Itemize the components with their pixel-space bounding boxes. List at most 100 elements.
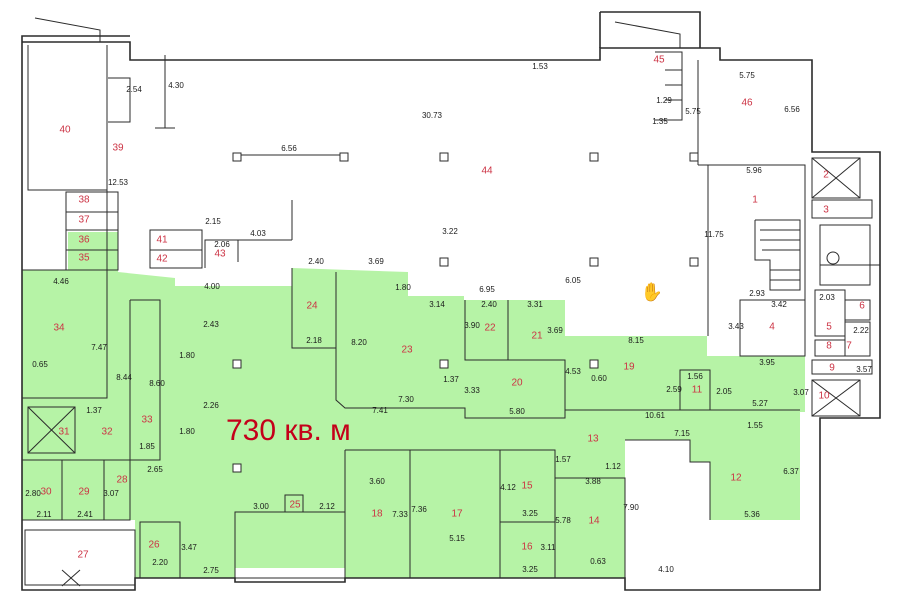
dimension-label: 6.56	[784, 105, 800, 114]
dimension-label: 3.57	[856, 365, 872, 374]
room-number-45: 45	[653, 55, 665, 66]
room-number-8: 8	[826, 341, 832, 352]
dimension-label: 1.85	[139, 442, 155, 451]
dimension-label: 5.36	[744, 510, 760, 519]
dimension-label: 2.80	[25, 489, 41, 498]
dimension-label: 2.12	[319, 502, 335, 511]
dimension-label: 4.30	[168, 81, 184, 90]
room-number-37: 37	[78, 215, 90, 226]
room-number-13: 13	[587, 434, 599, 445]
dimension-label: 0.63	[590, 557, 606, 566]
dimension-label: 1.80	[179, 351, 195, 360]
dimension-label: 2.43	[203, 320, 219, 329]
room-number-26: 26	[148, 540, 160, 551]
room-number-11: 11	[692, 385, 703, 396]
room-number-22: 22	[484, 323, 496, 334]
rented-zone	[22, 232, 805, 578]
dimension-label: 3.07	[103, 489, 119, 498]
dimension-label: 0.65	[32, 360, 48, 369]
room-number-35: 35	[78, 253, 90, 264]
room-number-16: 16	[521, 542, 533, 553]
dimension-label: 1.37	[86, 406, 102, 415]
dimension-label: 5.80	[509, 407, 525, 416]
dimension-label: 5.96	[746, 166, 762, 175]
dimension-label: 5.27	[752, 399, 768, 408]
room-number-15: 15	[521, 481, 533, 492]
columns	[232, 152, 699, 473]
dimension-label: 5.78	[555, 516, 571, 525]
dimension-label: 7.30	[398, 395, 414, 404]
room-number-5: 5	[826, 322, 832, 333]
dimension-label: 6.56	[281, 144, 297, 153]
room-number-10: 10	[818, 391, 830, 402]
dimension-label: 2.18	[306, 336, 322, 345]
dimension-label: 6.05	[565, 276, 581, 285]
room-number-25: 25	[289, 500, 301, 511]
dimension-label: 3.14	[429, 300, 445, 309]
dimension-label: 3.69	[368, 257, 384, 266]
dimension-label: 4.03	[250, 229, 266, 238]
dimension-label: 2.65	[147, 465, 163, 474]
dimension-label: 4.46	[53, 277, 69, 286]
dimension-label: 1.29	[656, 96, 672, 105]
dimension-label: 3.31	[527, 300, 543, 309]
room-number-30: 30	[40, 487, 52, 498]
dimension-label: 30.73	[422, 111, 443, 120]
room-number-21: 21	[531, 331, 543, 342]
room-number-43: 43	[214, 249, 226, 260]
dimension-label: 1.35	[652, 117, 668, 126]
dimension-label: 7.36	[411, 505, 427, 514]
room-number-1: 1	[752, 195, 758, 206]
dimension-label: 2.93	[749, 289, 765, 298]
room-number-28: 28	[116, 475, 128, 486]
dimension-label: 4.10	[658, 565, 674, 574]
room-number-24: 24	[306, 301, 318, 312]
dimension-label: 2.54	[126, 85, 142, 94]
room-number-27: 27	[77, 550, 89, 561]
room-number-44: 44	[481, 166, 493, 177]
dimension-label: 7.47	[91, 343, 107, 352]
room-number-17: 17	[451, 509, 463, 520]
dimension-label: 2.41	[77, 510, 93, 519]
room-number-38: 38	[78, 195, 90, 206]
dimension-label: 10.61	[645, 411, 666, 420]
dimension-label: 4.53	[565, 367, 581, 376]
dimension-label: 2.26	[203, 401, 219, 410]
dimension-label: 8.15	[628, 336, 644, 345]
dimension-label: 2.59	[666, 385, 682, 394]
dimension-label: 4.12	[500, 483, 516, 492]
room-number-29: 29	[78, 487, 90, 498]
room-number-31: 31	[58, 427, 70, 438]
dimension-label: 2.15	[205, 217, 221, 226]
hand-cursor-icon: ✋	[641, 281, 663, 302]
room-number-4: 4	[769, 322, 775, 333]
dimension-label: 3.00	[253, 502, 269, 511]
dimension-label: 3.42	[771, 300, 787, 309]
dimension-labels: 1.5330.734.302.5412.536.562.154.032.063.…	[25, 62, 872, 575]
dimension-label: 4.00	[204, 282, 220, 291]
dimension-label: 8.20	[351, 338, 367, 347]
dimension-label: 8.60	[149, 379, 165, 388]
dimension-label: 3.11	[541, 543, 557, 552]
room-number-3: 3	[823, 205, 829, 216]
dimension-label: 5.15	[449, 534, 465, 543]
room-number-12: 12	[730, 473, 742, 484]
dimension-label: 2.05	[716, 387, 732, 396]
dimension-label: 6.95	[479, 285, 495, 294]
room-number-39: 39	[112, 143, 124, 154]
dimension-label: 2.75	[203, 566, 219, 575]
room-number-7: 7	[846, 341, 852, 352]
dimension-label: 1.57	[555, 455, 571, 464]
dimension-label: 2.03	[819, 293, 835, 302]
dimension-label: 1.80	[395, 283, 411, 292]
room-number-46: 46	[741, 98, 753, 109]
dimension-label: 7.90	[623, 503, 639, 512]
dimension-label: 1.12	[605, 462, 621, 471]
dimension-label: 11.75	[704, 230, 724, 239]
dimension-label: 3.25	[522, 565, 538, 574]
dimension-label: 7.41	[372, 406, 388, 415]
room-number-42: 42	[156, 254, 168, 265]
room-number-34: 34	[53, 323, 65, 334]
